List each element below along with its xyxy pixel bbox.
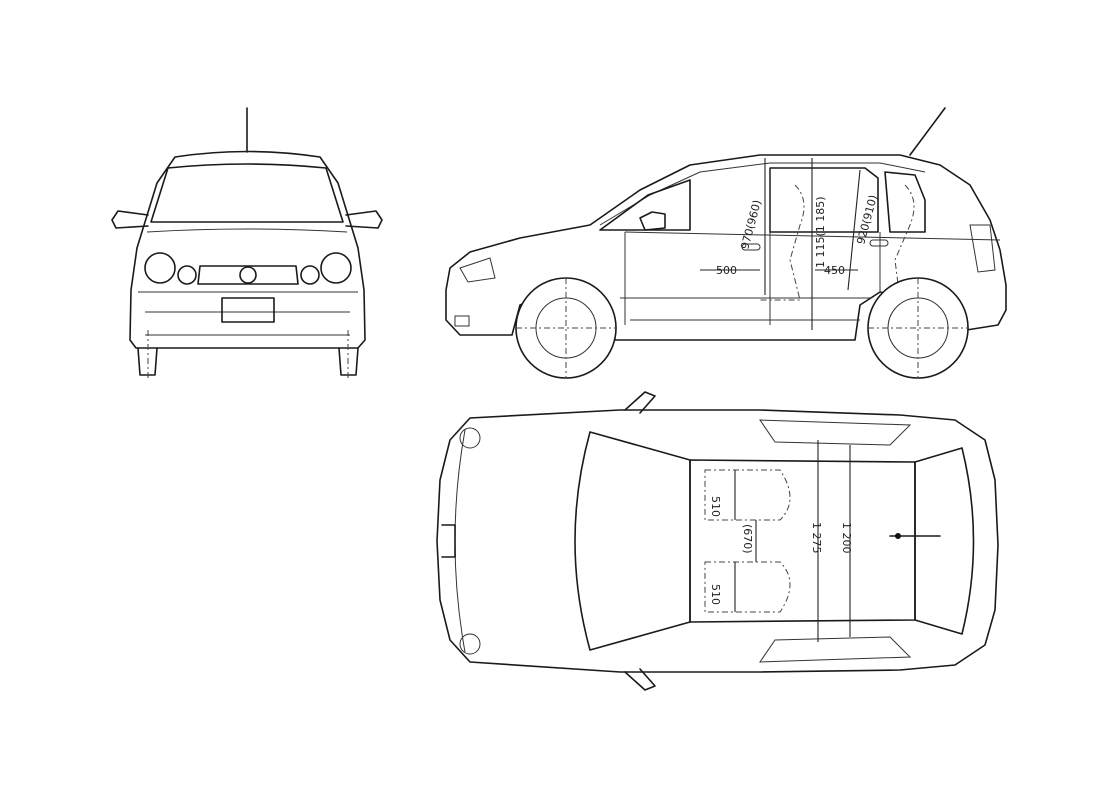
side-view: 970(960) 1 115(1 185) 920(910) 500 450 [445,107,1007,379]
top-right-glass [759,636,912,663]
top-headlight-right [459,633,481,655]
front-mirror-right [345,210,383,229]
front-hood-line [146,228,348,233]
top-label-seat-left: 510 [709,496,722,517]
side-rear-handle [869,239,889,247]
top-mirror-right [624,668,656,691]
top-front-seat-left [704,469,791,521]
side-taillight [969,224,996,273]
top-front-seat-right [704,561,791,613]
front-logo [239,266,257,284]
front-windshield [150,163,344,223]
side-quarter-window [884,171,926,233]
top-label-seat-span: (670) [741,524,754,554]
side-label-seat-rear: 450 [824,264,845,277]
front-foglight-left [177,265,197,285]
top-rear-window [914,447,975,635]
top-mirror-left [624,391,656,414]
front-headlight-left [144,252,176,284]
side-label-headroom-front: 970(960) [738,199,764,251]
top-windshield [574,431,691,651]
top-label-seat-right: 510 [709,584,722,605]
front-mirror-left [111,210,149,229]
side-front-window [599,179,691,231]
side-label-seat-front: 500 [716,264,737,277]
side-front-handle [741,243,761,251]
side-antenna [909,107,946,156]
top-left-glass [759,419,912,446]
top-headlight-left [459,427,481,449]
top-label-shoulder-rear: 1 200 [840,522,853,554]
top-roof [689,459,916,623]
top-body-outline [436,409,999,673]
side-mirror [639,211,666,231]
top-label-shoulder-front: 1 275 [810,522,823,554]
front-license-plate [221,297,275,323]
front-view [111,107,383,380]
front-body-outline [129,150,366,349]
side-label-headroom-total: 1 115(1 185) [814,196,827,268]
side-front-seat-ghost [760,184,805,301]
top-logo [441,524,456,558]
side-headlight [459,257,496,283]
front-headlight-right [320,252,352,284]
front-grille [197,265,299,285]
top-view: 510 510 (670) 1 275 1 200 [436,391,999,691]
side-rear-seat-ghost [894,184,915,301]
top-antenna-base [895,533,901,539]
front-foglight-right [300,265,320,285]
top-front-bumper [454,429,466,653]
side-foglight [454,315,470,327]
side-label-headroom-rear: 920(910) [854,194,880,246]
